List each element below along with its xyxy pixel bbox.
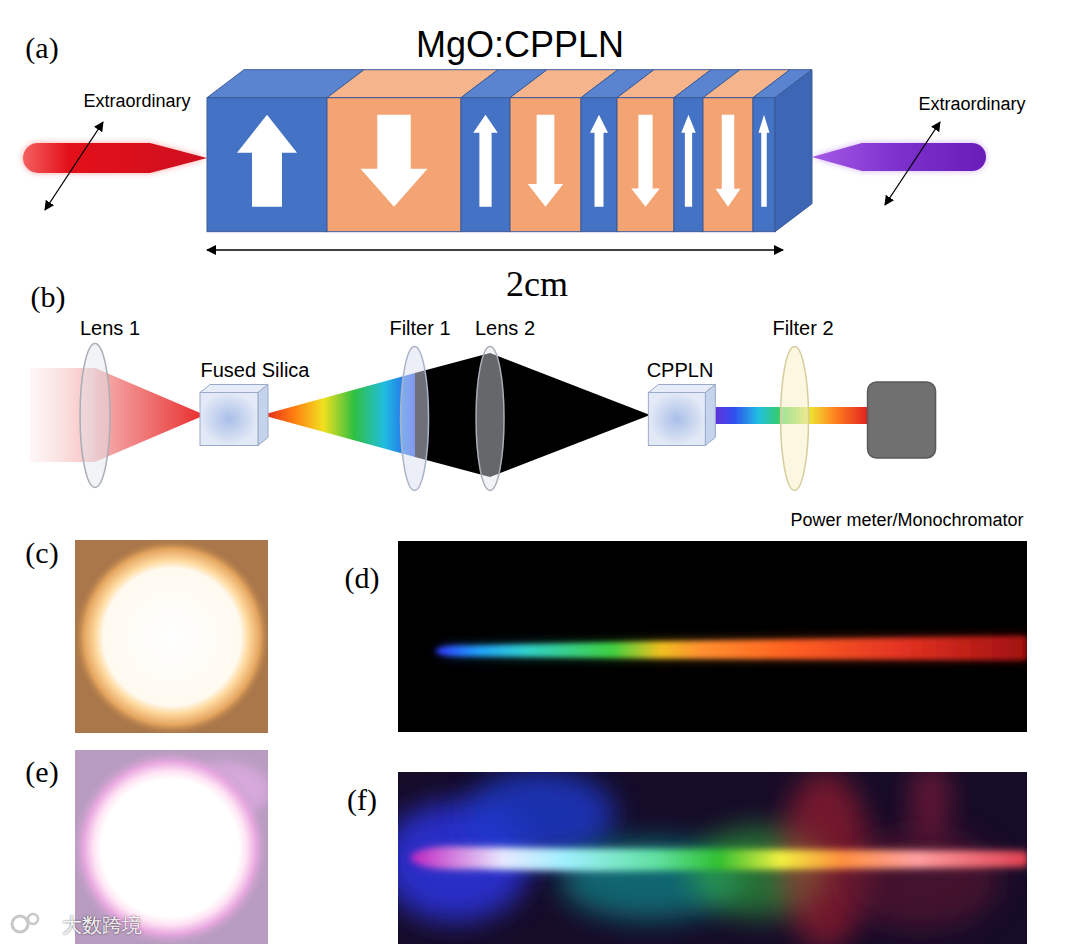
beam-spot	[75, 540, 268, 733]
lens-outline	[476, 346, 504, 490]
domain-down	[510, 98, 581, 232]
lens: Lens 2	[472, 314, 538, 494]
lens-drawing	[476, 346, 504, 490]
lens: Lens 1	[77, 314, 143, 491]
scattered-light	[910, 772, 950, 840]
domain-up	[674, 98, 703, 232]
component-label: Power meter/Monochromator	[790, 510, 1023, 531]
panel-label: (f)	[347, 783, 377, 818]
polarization-arrow-symbol	[681, 115, 695, 207]
filter-outline	[781, 346, 809, 490]
component-label: CPPLN	[647, 359, 714, 382]
spectrum-glow	[435, 636, 1027, 660]
domain-up	[207, 98, 327, 232]
photo-ground	[398, 541, 1027, 732]
photo-f	[398, 772, 1027, 944]
lens-shape	[77, 314, 143, 491]
detector: Power meter/Monochromator	[787, 379, 1026, 533]
output-beam	[812, 143, 986, 171]
cube-front	[648, 392, 705, 445]
filter: Filter 1	[386, 314, 453, 494]
crystal-cube-drawing	[648, 384, 715, 445]
filter-drawing	[401, 346, 429, 490]
lens-shape	[472, 314, 538, 494]
domain-up	[581, 98, 617, 232]
crystal-side-face	[775, 70, 812, 232]
polarization-arrow-symbol	[715, 115, 740, 207]
polarization-arrow-symbol	[590, 115, 608, 207]
cube-top	[648, 384, 715, 392]
length-dimension: 2cm	[506, 264, 568, 305]
spectrum-glow	[410, 847, 1027, 870]
polarization-arrow-symbol	[758, 115, 769, 207]
component-label: Filter 1	[389, 317, 450, 340]
watermark-logo	[28, 914, 38, 924]
detector-body	[868, 382, 936, 458]
watermark-logo	[12, 916, 28, 932]
panel-label: (a)	[25, 31, 58, 66]
scattered-light	[840, 830, 1000, 930]
cube-front	[200, 392, 258, 445]
component-label: Lens 2	[475, 317, 535, 340]
filtered-beam	[415, 353, 650, 477]
cube-side	[705, 384, 715, 445]
component-label: Fused Silica	[201, 359, 310, 382]
polarization-arrow-symbol	[473, 115, 497, 207]
fused-silica-cube: Fused Silica	[197, 356, 312, 449]
filter-outline	[401, 346, 429, 490]
component-label: Filter 2	[772, 317, 833, 340]
crystal-drawing	[207, 70, 812, 232]
filter-drawing	[781, 346, 809, 490]
polarization-label: Extraordinary	[918, 94, 1025, 115]
crystal-cube: CPPLN	[644, 356, 718, 449]
panel-label: (d)	[345, 561, 380, 596]
panel-label: (c)	[25, 536, 58, 571]
beam-glow	[23, 143, 207, 173]
domain-down	[703, 98, 753, 232]
polarization-label: Extraordinary	[83, 91, 190, 112]
filter: Filter 2	[769, 314, 836, 494]
panel-label: (e)	[25, 755, 58, 790]
lens-drawing	[80, 343, 110, 487]
domain-down	[327, 98, 461, 232]
polarization-arrow	[45, 122, 103, 210]
supercontinuum-beam	[262, 373, 415, 457]
scattered-light	[465, 772, 615, 860]
filter-shape	[386, 314, 453, 494]
filter-shape	[769, 314, 836, 494]
spectrum-streak	[435, 636, 1027, 660]
cube-side	[258, 384, 268, 445]
polarization-arrow-symbol	[237, 115, 297, 207]
polarization-arrow	[885, 122, 940, 205]
photo-d	[398, 541, 1027, 732]
cube-top	[200, 384, 268, 392]
domain-up	[461, 98, 510, 232]
crystal-title: MgO:CPPLN	[416, 24, 624, 65]
polarization-arrow-symbol	[631, 115, 659, 207]
spectrum-streak	[410, 847, 1027, 870]
beam-glow	[812, 143, 986, 171]
input-beam	[23, 143, 207, 173]
detector-drawing	[868, 382, 936, 458]
watermark: 大数跨境	[62, 914, 142, 937]
component-label: Lens 1	[80, 317, 140, 340]
lens-outline	[80, 343, 110, 487]
panel-label: (b)	[31, 280, 66, 315]
dimension-arrow	[207, 249, 783, 250]
domain-down	[617, 98, 674, 232]
focused-beam	[95, 368, 205, 462]
photo-c	[75, 540, 268, 733]
polarization-arrow-symbol	[528, 115, 563, 207]
domain-up	[753, 98, 775, 232]
polarization-arrow-symbol	[361, 115, 428, 207]
crystal: MgO:CPPLN	[204, 21, 815, 235]
fused-silica-cube-drawing	[200, 384, 268, 445]
